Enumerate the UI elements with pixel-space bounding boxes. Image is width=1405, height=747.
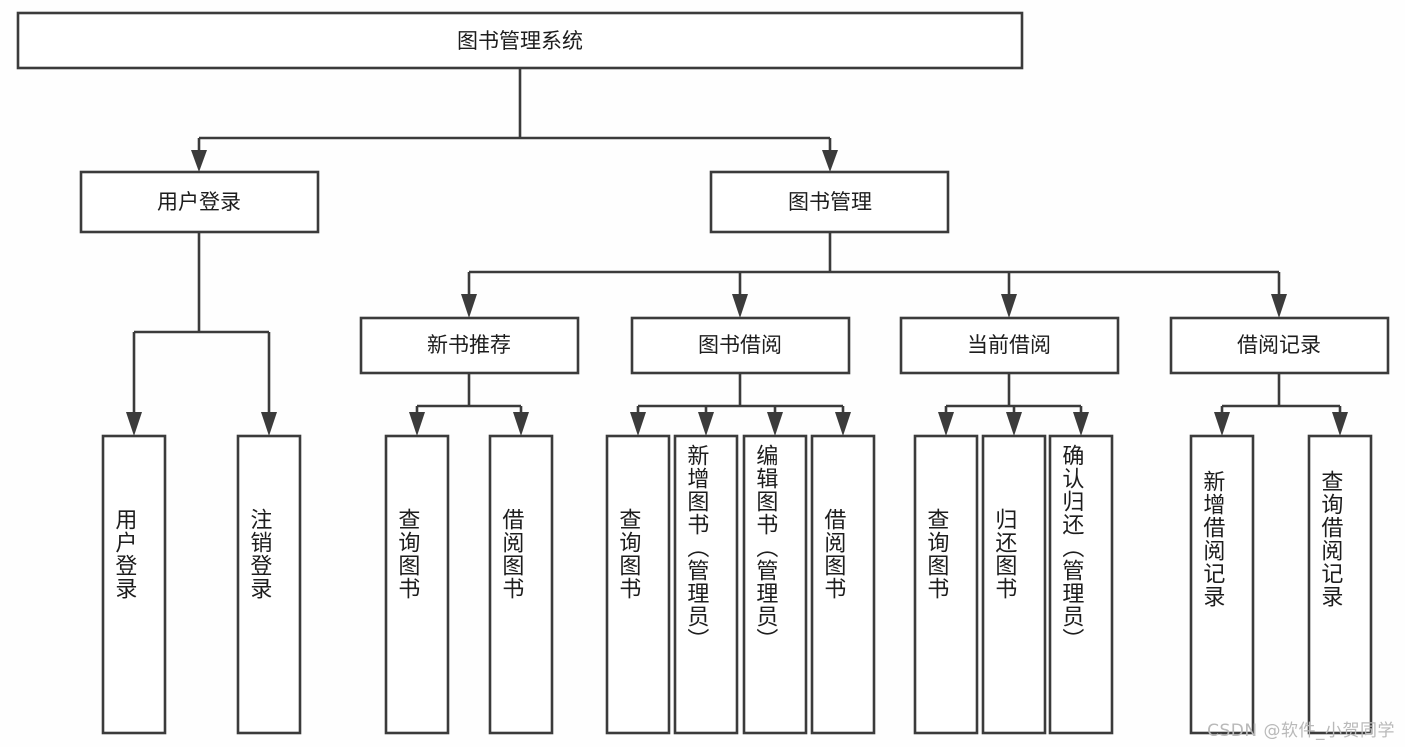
arrow-head-leaf-nb-2 [513,412,529,436]
arrow-head-leaf-ul-2 [261,412,277,436]
leaf-box-user-login-2[interactable] [236,434,302,735]
connector-group-user-login [126,232,277,436]
leaf-box-current-borrow-2[interactable] [981,434,1047,735]
leaf-box-user-login-1[interactable] [101,434,167,735]
leaf-box-borrow-record-2[interactable] [1307,434,1373,735]
connector-group-borrow-record [1214,373,1348,436]
leaf-box-current-borrow-1[interactable] [913,434,979,735]
node-current-borrow[interactable]: 当前借阅 [899,316,1120,375]
leaf-box-book-borrow-1[interactable] [605,434,671,735]
node-borrow-record[interactable]: 借阅记录 [1169,316,1390,375]
connector-group-book-manage [461,232,1287,318]
node-root-box[interactable] [16,11,1024,70]
arrow-head-leaf-cb-1 [938,412,954,436]
node-user-login-label: 用户登录 [157,190,241,214]
arrow-head-leaf-cb-2 [1006,412,1022,436]
leaf-box-new-book-2[interactable] [488,434,554,735]
leaf-box-current-borrow-3[interactable] [1048,434,1114,735]
node-borrow-record-label: 借阅记录 [1237,333,1321,357]
node-book-borrow-label: 图书借阅 [698,333,782,357]
node-book-borrow-box[interactable] [630,316,851,375]
arrow-head-leaf-ul-1 [126,412,142,436]
watermark-text: CSDN @软件_小贺同学 [1207,721,1395,741]
arrow-head-book-manage [822,150,838,172]
node-user-login[interactable]: 用户登录 [79,170,320,234]
leaf-box-borrow-record-1[interactable] [1189,434,1255,735]
arrow-head-current-borrow [1001,294,1017,318]
arrow-head-leaf-nb-1 [409,412,425,436]
arrow-head-new-book [461,294,477,318]
node-book-manage-box[interactable] [709,170,950,234]
node-new-book-box[interactable] [359,316,580,375]
arrow-head-leaf-cb-3 [1073,412,1089,436]
node-root-label: 图书管理系统 [457,29,583,53]
arrow-head-borrow-record [1271,294,1287,318]
arrow-head-book-borrow [732,294,748,318]
connector-group-book-borrow [630,373,851,436]
leaf-box-book-borrow-2[interactable] [673,434,739,735]
node-new-book[interactable]: 新书推荐 [359,316,580,375]
arrow-head-user-login [191,150,207,172]
arrow-head-leaf-br-2 [1332,412,1348,436]
connector-group-root [191,68,838,172]
connector-group-new-book [409,373,529,436]
leaf-box-new-book-1[interactable] [384,434,450,735]
node-book-manage-label: 图书管理 [788,190,872,214]
node-borrow-record-box[interactable] [1169,316,1390,375]
arrow-head-leaf-bb-3 [767,412,783,436]
connector-group-current-borrow [938,373,1089,436]
arrow-head-leaf-br-1 [1214,412,1230,436]
node-book-borrow[interactable]: 图书借阅 [630,316,851,375]
leaf-box-book-borrow-4[interactable] [810,434,876,735]
node-book-manage[interactable]: 图书管理 [709,170,950,234]
node-user-login-box[interactable] [79,170,320,234]
arrow-head-leaf-bb-4 [835,412,851,436]
node-current-borrow-label: 当前借阅 [967,333,1051,357]
arrow-head-leaf-bb-1 [630,412,646,436]
leaf-box-book-borrow-3[interactable] [742,434,808,735]
node-root[interactable]: 图书管理系统 [16,11,1024,70]
arrow-head-leaf-bb-2 [698,412,714,436]
node-new-book-label: 新书推荐 [427,333,511,357]
node-current-borrow-box[interactable] [899,316,1120,375]
